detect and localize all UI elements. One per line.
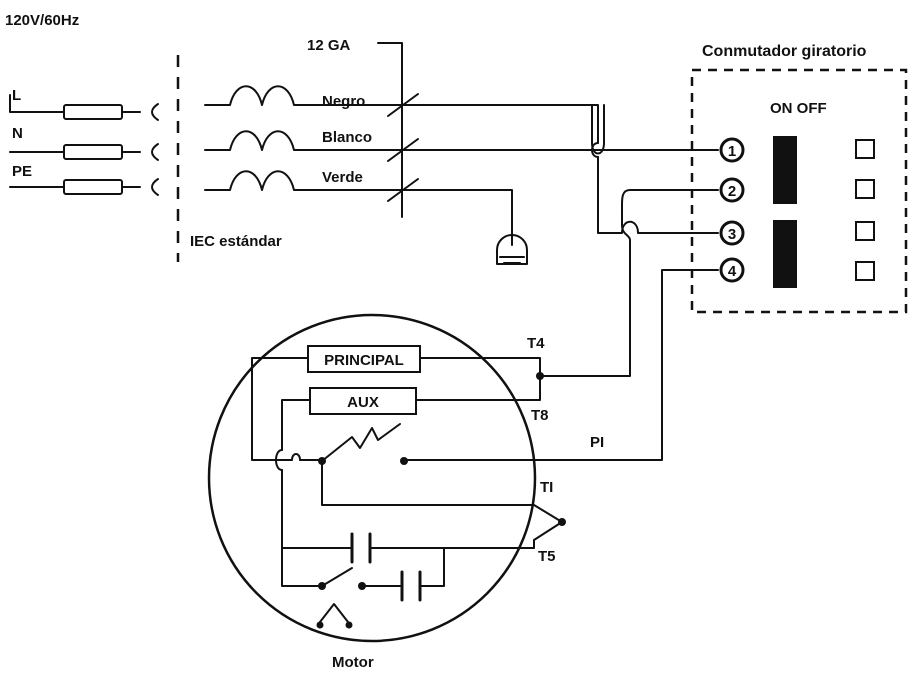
ground-icon <box>496 234 528 265</box>
gauge-marker-line <box>377 42 403 218</box>
main-winding-left-wire <box>251 357 309 461</box>
line-l-label: L <box>12 87 21 104</box>
line-l-wire <box>9 94 37 113</box>
switch-contact-off <box>855 221 875 241</box>
switch-contact-bar-on <box>773 220 797 288</box>
black-wire-route-a <box>404 104 605 155</box>
switch-states-label: ON OFF <box>770 100 827 117</box>
aux-crossover <box>279 453 301 549</box>
black-wire <box>204 85 406 106</box>
start-switch-blade <box>321 567 353 587</box>
switch-contact-bar-on <box>773 136 797 204</box>
fuse-l <box>35 103 159 121</box>
black-wire-to-t3 <box>597 156 719 234</box>
svg-text:1: 1 <box>728 143 736 160</box>
pi-label: PI <box>590 434 604 451</box>
motor-label: Motor <box>332 654 374 671</box>
switch-terminal-2: 2 <box>719 177 745 203</box>
switch-contact-off <box>855 261 875 281</box>
pi-contact <box>400 457 408 465</box>
wire-green-label: Verde <box>322 169 363 186</box>
wire-black-label: Negro <box>322 93 365 110</box>
supply-label: 120V/60Hz <box>5 12 79 29</box>
svg-text:3: 3 <box>728 226 736 243</box>
t1-t5-junction <box>558 518 566 526</box>
t8-label: T8 <box>531 407 549 424</box>
fuse-pe <box>35 178 159 196</box>
fuse-n <box>35 143 159 161</box>
ground-wire <box>404 189 513 246</box>
aux-wire-hop <box>275 449 283 471</box>
main-winding-label: PRINCIPAL <box>324 352 404 369</box>
start-capacitor-wire <box>361 547 445 587</box>
wire-white-label: Blanco <box>322 129 372 146</box>
black-wire-route <box>404 104 599 144</box>
centrifugal-switch-icon <box>316 603 353 629</box>
t2-wire-to-t4 <box>539 239 631 377</box>
white-wire <box>204 130 591 151</box>
line-pe-label: PE <box>12 163 32 180</box>
t2-wire <box>621 189 719 226</box>
aux-winding-label: AUX <box>347 394 379 411</box>
slash-mark <box>387 138 419 162</box>
main-winding-right-wire <box>419 357 541 391</box>
switch-enclosure <box>690 68 908 314</box>
t2-wire-hop <box>621 224 631 241</box>
t1-label: TI <box>540 479 553 496</box>
aux-winding-left-wire <box>281 399 311 451</box>
slash-mark <box>387 93 419 117</box>
iec-label: IEC estándar <box>190 233 282 250</box>
slash-mark <box>387 178 419 202</box>
switch-title: Conmutador giratorio <box>702 43 867 60</box>
switch-contact-off <box>855 139 875 159</box>
green-wire <box>204 170 406 191</box>
t4-label: T4 <box>527 335 545 352</box>
switch-terminal-4: 4 <box>719 257 745 283</box>
switch-terminal-3: 3 <box>719 220 745 246</box>
svg-text:4: 4 <box>728 263 737 280</box>
t4-terminal-wire <box>404 269 719 461</box>
gauge-label: 12 GA <box>307 37 351 54</box>
switch-contact-off <box>855 179 875 199</box>
t4-junction <box>536 372 544 380</box>
t1-wire <box>321 460 563 541</box>
motor-housing <box>207 313 537 643</box>
t5-label: T5 <box>538 548 556 565</box>
start-branch-wire <box>281 547 321 587</box>
aux-winding-right-wire <box>415 389 541 401</box>
switch-terminal-1: 1 <box>719 137 745 163</box>
line-n-label: N <box>12 125 23 142</box>
thermal-protector-icon <box>321 423 401 462</box>
svg-text:2: 2 <box>728 183 736 200</box>
